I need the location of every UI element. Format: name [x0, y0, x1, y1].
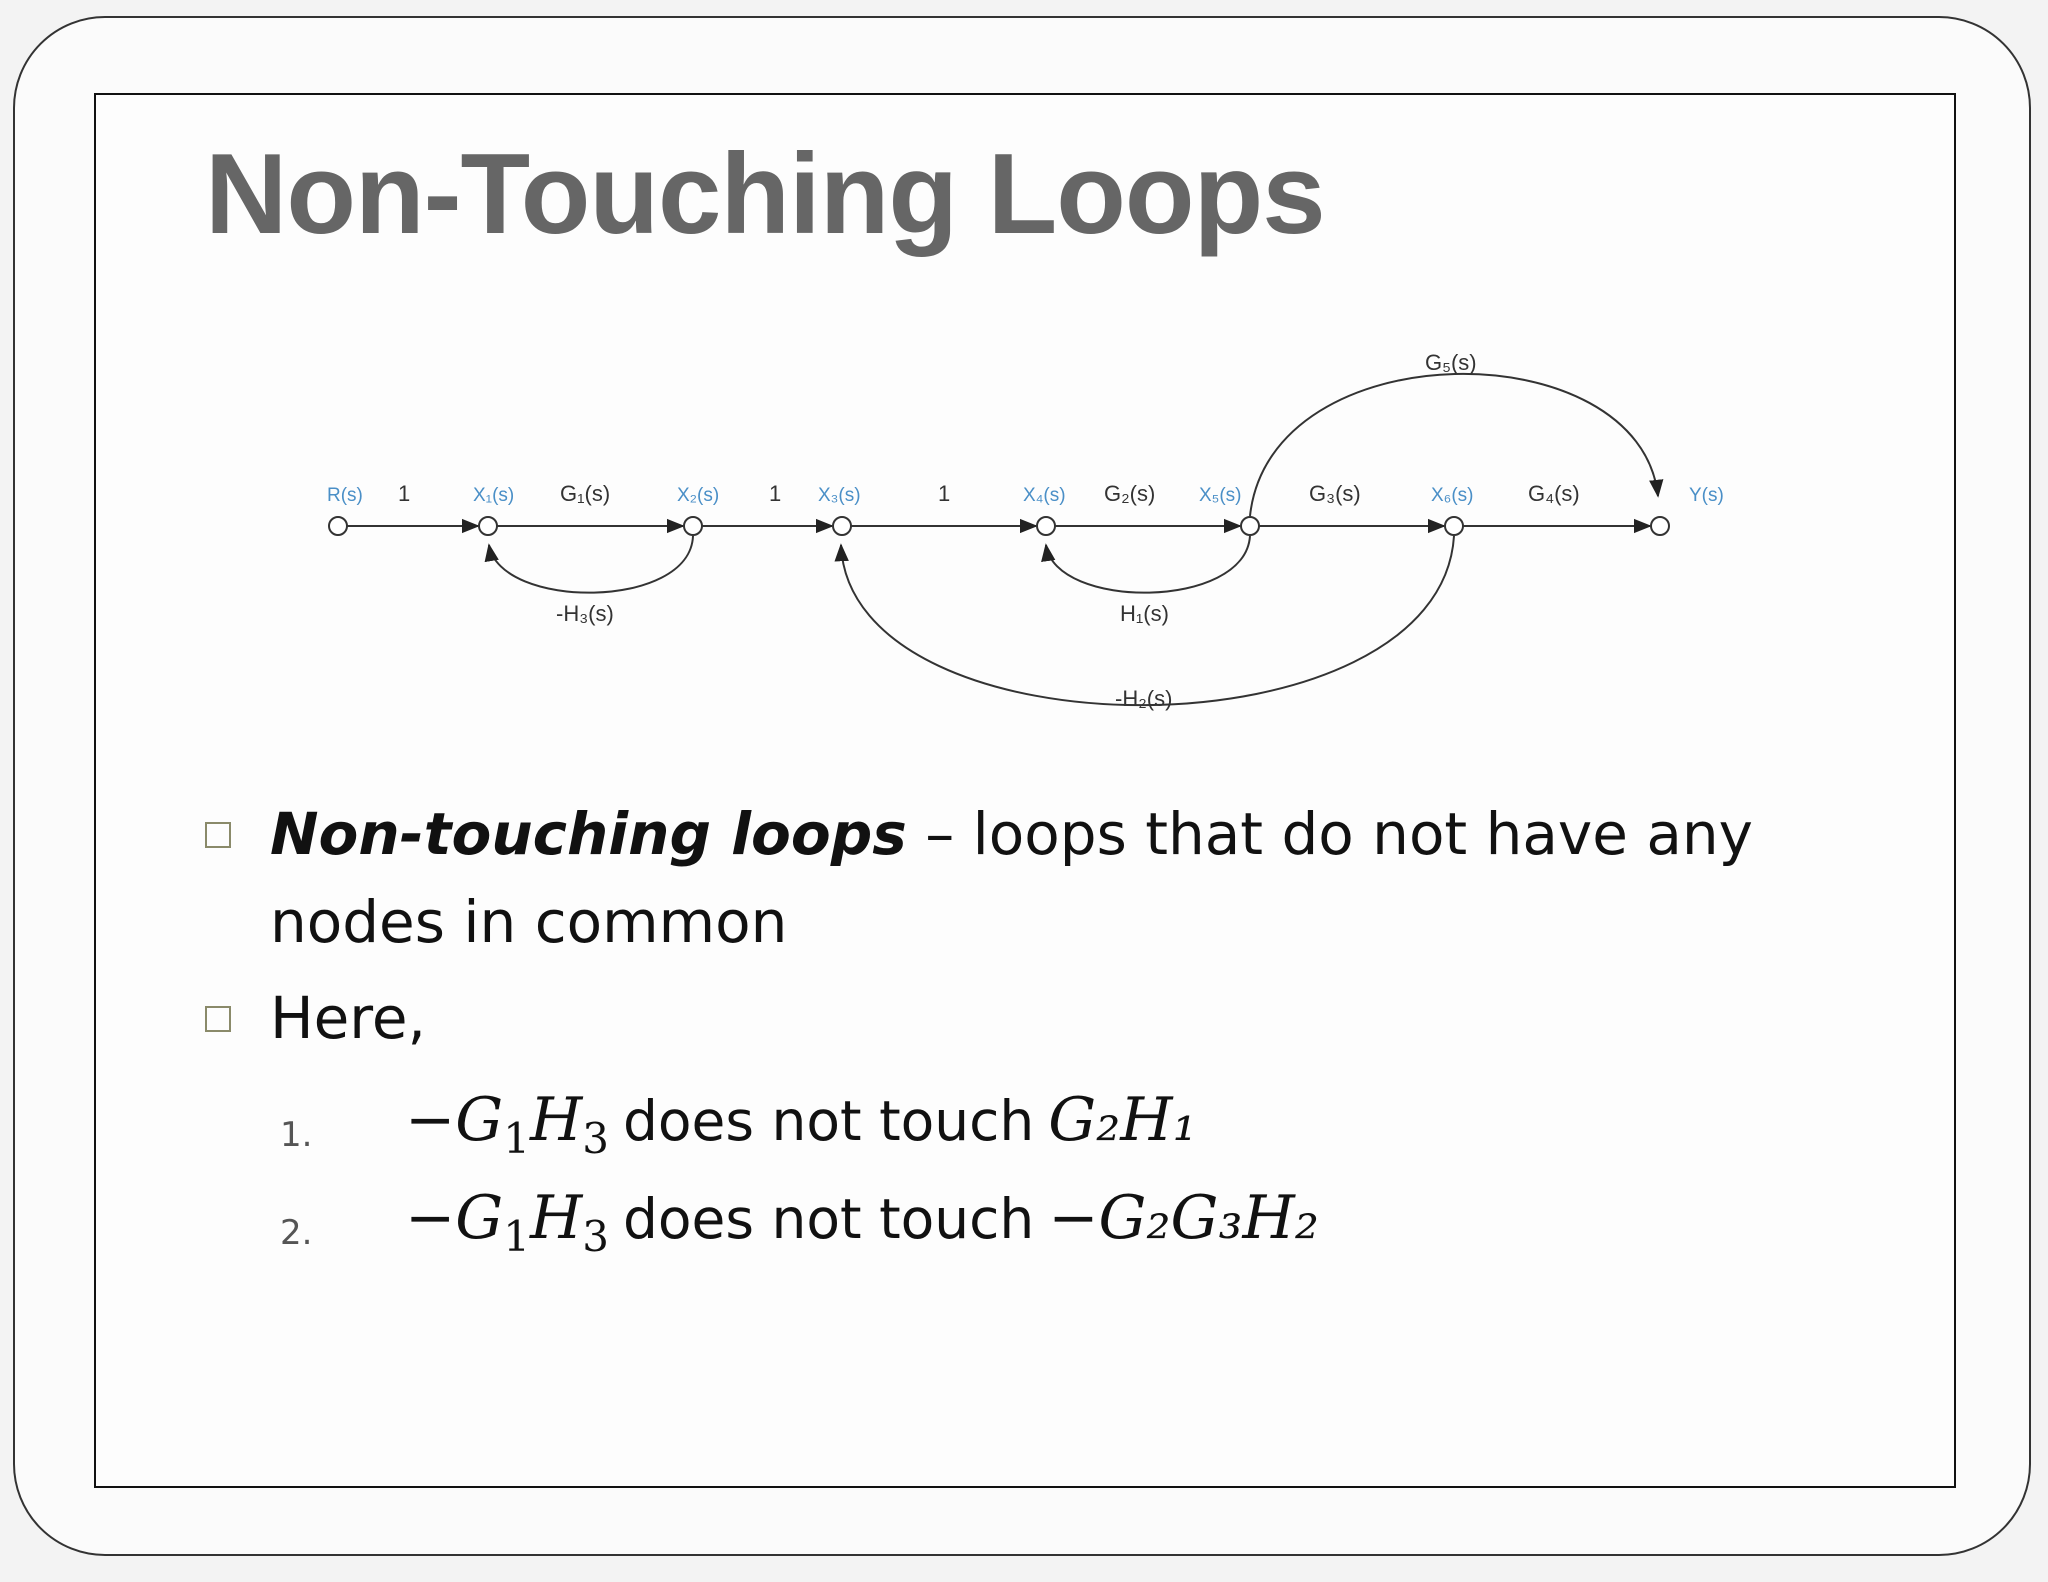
- node-x4: [1036, 516, 1056, 536]
- gain-r-x1: 1: [398, 481, 410, 506]
- gain-x6-y: G₄(s): [1528, 481, 1580, 506]
- gain-feedback-h3: -H₃(s): [556, 601, 614, 626]
- node-y: [1650, 516, 1670, 536]
- loop-expression-right: G₂H₁: [1048, 1085, 1197, 1155]
- loop-expression-right: −G₂G₃H₂: [1048, 1183, 1319, 1253]
- item-index: 2.: [280, 1213, 313, 1253]
- loop-relation-text: does not touch: [623, 1089, 1035, 1153]
- loop-expression-left-sub: 1: [503, 1114, 530, 1163]
- bullet-text: Here,: [270, 984, 426, 1052]
- node-r: [328, 516, 348, 536]
- bullet-item-here: Here,: [205, 974, 1805, 1062]
- signal-flow-graph: R(s) X₁(s) X₂(s) X₃(s) X₄(s) X₅(s) X₆(s)…: [327, 350, 1724, 711]
- node-label-x5: X₅(s): [1199, 485, 1241, 506]
- bullet-item-definition: Non-touching loops – loops that do not h…: [205, 790, 1805, 966]
- gain-x3-x4: 1: [938, 481, 950, 506]
- gain-x1-x2: G₁(s): [560, 481, 610, 506]
- loop-expression-left: −G: [405, 1085, 504, 1155]
- gain-feedback-h1: H₁(s): [1120, 601, 1169, 626]
- square-bullet-icon: [205, 822, 231, 848]
- node-label-y: Y(s): [1689, 485, 1724, 506]
- edge-x6-x3-feedback: [834, 535, 1455, 707]
- edge-x5-y-feedforward: [1249, 372, 1664, 517]
- gain-x2-x3: 1: [769, 481, 781, 506]
- gain-feedforward-g5: G₅(s): [1425, 350, 1477, 375]
- node-x5: [1240, 516, 1260, 536]
- bullet-text: – loops that do not have any nodes in co…: [270, 800, 1753, 956]
- slide-content-frame: [94, 93, 1956, 1488]
- loop-expression-left-sub: 1: [503, 1212, 530, 1261]
- gain-x5-x6: G₃(s): [1309, 481, 1361, 506]
- square-bullet-icon: [205, 1006, 231, 1032]
- loop-expression-left-sub-h: 3: [582, 1114, 609, 1163]
- item-index: 1.: [280, 1115, 313, 1155]
- node-label-x2: X₂(s): [677, 485, 719, 506]
- node-label-r: R(s): [327, 485, 363, 506]
- bullet-term: Non-touching loops: [270, 800, 907, 868]
- gain-x4-x5: G₂(s): [1104, 481, 1155, 506]
- node-x2: [683, 516, 703, 536]
- node-label-x6: X₆(s): [1431, 485, 1474, 506]
- slide-title: Non-Touching Loops: [205, 131, 1326, 258]
- edge-x2-x1-feedback: [484, 535, 694, 594]
- node-label-x1: X₁(s): [473, 485, 514, 506]
- loop-expression-left: −G: [405, 1183, 504, 1253]
- node-x6: [1444, 516, 1464, 536]
- node-label-x4: X₄(s): [1023, 485, 1066, 506]
- bullet-list: Non-touching loops – loops that do not h…: [205, 790, 1805, 1062]
- loop-expression-left-sub-h: 3: [582, 1212, 609, 1261]
- loop-relation-text: does not touch: [623, 1187, 1035, 1251]
- node-x3: [832, 516, 852, 536]
- gain-feedback-h2: -H₂(s): [1115, 686, 1172, 711]
- node-x1: [478, 516, 498, 536]
- node-label-x3: X₃(s): [818, 485, 861, 506]
- edge-x5-x4-feedback: [1041, 535, 1251, 594]
